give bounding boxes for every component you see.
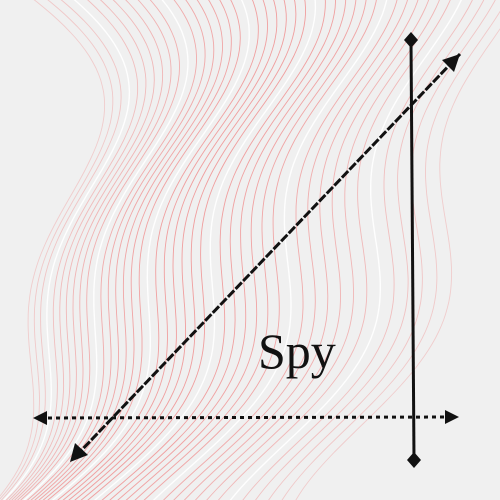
arrowhead-icon [445,410,459,424]
wave-line [295,28,500,500]
wave-line [30,0,206,500]
wave-line [80,0,297,500]
wave-line [183,0,419,500]
wave-line [255,0,485,500]
wave-line [173,0,408,500]
arrowhead-icon [442,54,460,72]
wave-line [47,0,241,500]
diamond-endpoint-icon [407,452,421,468]
wave-line [74,0,287,500]
wave-line [26,0,197,500]
wave-line [3,0,131,500]
spy-label: Spy [258,323,336,379]
wave-line [5,0,139,500]
wave-line [11,0,155,500]
vertical-line [409,39,416,461]
wave-line [134,0,367,500]
diagonal-line [74,52,462,458]
wave-line [217,0,451,500]
wave-line [14,0,164,500]
wave-line [51,0,250,500]
wave-line [242,0,473,500]
wave-line [34,0,215,500]
arrowhead-icon [70,443,88,462]
diagonal-arrow [70,52,462,462]
arrowhead-icon [33,411,47,425]
wave-line [163,0,398,500]
wave-line [68,0,278,500]
wave-line [0,0,106,497]
wave-line [109,0,336,500]
wave-line [93,0,317,500]
wave-line [206,0,440,500]
wave-line [87,0,306,500]
wave-line [125,0,357,500]
wave-line [17,0,172,500]
dotted-arrow [33,410,459,425]
wave-line [194,0,430,500]
wave-line [62,0,269,500]
wave-line [42,0,232,500]
wave-line [23,0,189,500]
diamond-endpoint-icon [404,32,418,48]
wave-line [281,10,500,500]
wave-line [20,0,180,500]
wave-line [101,0,326,500]
wave-line [57,0,259,500]
wave-line [8,0,147,500]
vertical-segment [404,32,421,468]
wave-line [117,0,347,500]
wave-line [152,0,388,500]
wave-line [268,0,496,500]
